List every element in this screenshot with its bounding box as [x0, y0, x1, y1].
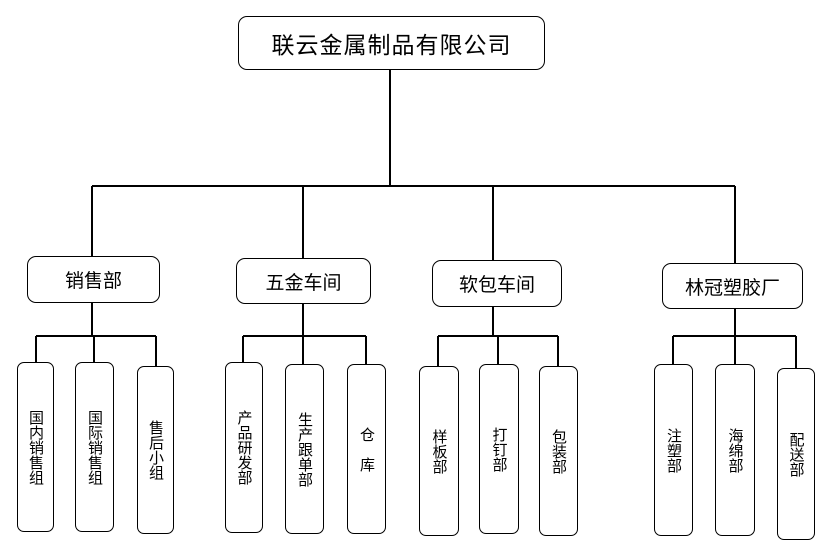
dept-node-hardware-workshop: 五金车间: [236, 258, 371, 304]
unit-node-sponge: 海绵部: [715, 364, 755, 536]
unit-node-nailing: 打钉部: [479, 364, 519, 534]
unit-node-packaging: 包装部: [539, 366, 578, 536]
unit-node-sample: 样板部: [419, 366, 459, 536]
unit-node-warehouse: 仓 库: [347, 364, 386, 534]
unit-node-production-followup: 生产跟单部: [285, 364, 324, 534]
dept-node-sales: 销售部: [27, 256, 160, 303]
root-node: 联云金属制品有限公司: [238, 16, 545, 70]
unit-node-injection: 注塑部: [654, 364, 693, 536]
unit-node-delivery: 配送部: [777, 368, 815, 540]
dept-node-upholstery-workshop: 软包车间: [432, 260, 562, 307]
dept-node-plastics-factory: 林冠塑胶厂: [662, 263, 803, 309]
unit-node-after-sales: 售后小组: [137, 366, 174, 534]
unit-node-domestic-sales: 国内销售组: [17, 362, 54, 532]
unit-node-rnd: 产品研发部: [225, 362, 263, 533]
unit-node-international-sales: 国际销售组: [75, 362, 114, 532]
